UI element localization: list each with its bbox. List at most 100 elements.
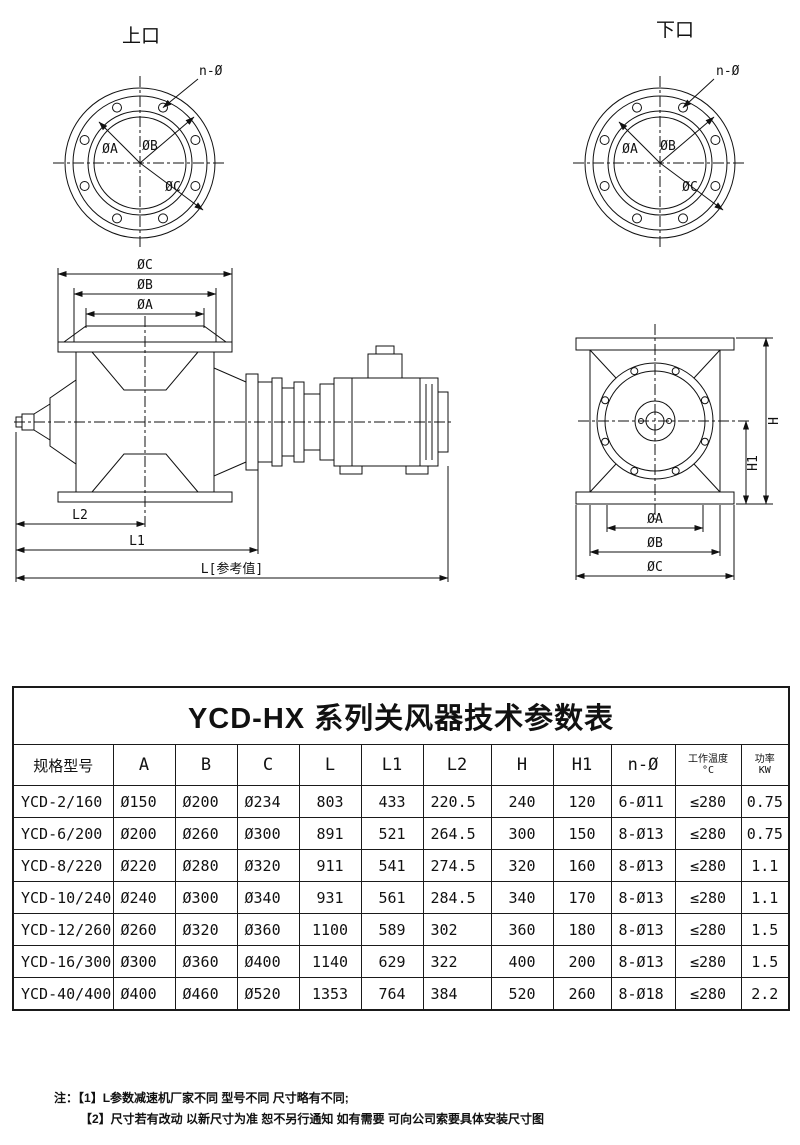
table-row: YCD-10/240 Ø240 Ø300 Ø340 931 561 284.5 …	[12, 881, 790, 914]
cell: YCD-10/240	[12, 881, 114, 914]
cell: Ø360	[236, 913, 300, 946]
cell: YCD-6/200	[12, 817, 114, 850]
cell: 120	[552, 785, 612, 818]
inlet-phi-b-label: ØB	[142, 139, 158, 154]
cell: 284.5	[422, 881, 492, 914]
cell: Ø460	[174, 977, 238, 1011]
front-h-dim: H	[767, 417, 782, 425]
table-header-row: 规格型号 A B C L L1 L2 H H1 n-Ø 工作温度 °C 功率 K…	[12, 744, 790, 786]
inlet-n-phi-label: n-Ø	[199, 64, 223, 79]
outlet-n-phi-label: n-Ø	[716, 64, 740, 79]
cell: 629	[360, 945, 424, 978]
side-phi-c-dim: ØC	[137, 258, 153, 273]
cell: 384	[422, 977, 492, 1011]
cell: 803	[298, 785, 362, 818]
cell: 8-Ø13	[610, 881, 676, 914]
cell: 220.5	[422, 785, 492, 818]
cell: 150	[552, 817, 612, 850]
cell: Ø200	[112, 817, 176, 850]
front-phi-a-dim: ØA	[647, 512, 663, 527]
header-temp-line2: °C	[701, 765, 715, 776]
cell: Ø300	[112, 945, 176, 978]
table-row: YCD-40/400 Ø400 Ø460 Ø520 1353 764 384 5…	[12, 977, 790, 1011]
footnote-2-text: 【2】尺寸若有改动 以新尺寸为准 恕不另行通知 如有需要 可向公司索要具体安装尺…	[80, 1112, 545, 1127]
cell: 180	[552, 913, 612, 946]
footnote-line-2: 【2】尺寸若有改动 以新尺寸为准 恕不另行通知 如有需要 可向公司索要具体安装尺…	[80, 1112, 800, 1126]
cell: ≤280	[674, 785, 742, 818]
header-h1: H1	[552, 744, 612, 786]
cell: Ø320	[236, 849, 300, 882]
cell: 340	[490, 881, 554, 914]
cell: 240	[490, 785, 554, 818]
cell: 1.1	[740, 881, 790, 914]
header-temp: 工作温度 °C	[674, 744, 742, 786]
header-c: C	[236, 744, 300, 786]
outlet-phi-b-label: ØB	[660, 139, 676, 154]
table-title-row: YCD-HX 系列关风器技术参数表	[12, 686, 790, 745]
header-h: H	[490, 744, 554, 786]
footnote-1-text: 【1】L参数减速机厂家不同 型号不同 尺寸略有不同;	[78, 1091, 349, 1105]
cell: 260	[552, 977, 612, 1011]
header-b: B	[174, 744, 238, 786]
cell: Ø400	[112, 977, 176, 1011]
side-phi-b-dim: ØB	[137, 278, 153, 293]
side-l1-dim: L1	[129, 534, 145, 549]
cell: YCD-8/220	[12, 849, 114, 882]
cell: Ø200	[174, 785, 238, 818]
cell: 931	[298, 881, 362, 914]
cell: ≤280	[674, 945, 742, 978]
cell: 891	[298, 817, 362, 850]
outlet-flange-drawing	[573, 76, 747, 250]
cell: 322	[422, 945, 492, 978]
side-l2-dim: L2	[72, 508, 88, 523]
technical-drawing: 上口 n-Ø ØA ØB ØC 下口 n-Ø ØA ØB ØC	[14, 19, 782, 582]
inlet-flange-drawing	[53, 76, 227, 250]
header-model: 规格型号	[12, 744, 114, 786]
cell: 433	[360, 785, 424, 818]
cell: 274.5	[422, 849, 492, 882]
cell: 300	[490, 817, 554, 850]
cell: Ø520	[236, 977, 300, 1011]
cell: ≤280	[674, 913, 742, 946]
cell: Ø234	[236, 785, 300, 818]
cell: Ø150	[112, 785, 176, 818]
inlet-phi-c-label: ØC	[165, 180, 181, 195]
header-power-line2: KW	[758, 765, 771, 776]
front-phi-c-dim: ØC	[647, 560, 663, 575]
cell: 8-Ø13	[610, 913, 676, 946]
table-row: YCD-6/200 Ø200 Ø260 Ø300 891 521 264.5 3…	[12, 817, 790, 850]
side-view-drawing	[14, 268, 452, 582]
table-row: YCD-2/160 Ø150 Ø200 Ø234 803 433 220.5 2…	[12, 785, 790, 818]
cell: 1140	[298, 945, 362, 978]
cell: 764	[360, 977, 424, 1011]
front-h1-dim: H1	[746, 455, 761, 471]
cell: ≤280	[674, 881, 742, 914]
cell: 1.5	[740, 913, 790, 946]
cell: 2.2	[740, 977, 790, 1011]
front-view-drawing	[575, 324, 773, 580]
cell: 6-Ø11	[610, 785, 676, 818]
cell: 8-Ø18	[610, 977, 676, 1011]
cell: Ø300	[174, 881, 238, 914]
header-n-phi: n-Ø	[610, 744, 676, 786]
cell: 320	[490, 849, 554, 882]
spec-table: YCD-HX 系列关风器技术参数表 规格型号 A B C L L1 L2 H H…	[12, 686, 791, 1011]
cell: ≤280	[674, 977, 742, 1011]
cell: 1353	[298, 977, 362, 1011]
footnotes: 注：【1】L参数减速机厂家不同 型号不同 尺寸略有不同; 【2】尺寸若有改动 以…	[54, 1091, 800, 1127]
header-l: L	[298, 744, 362, 786]
cell: Ø300	[236, 817, 300, 850]
header-power-line1: 功率	[754, 753, 775, 765]
cell: Ø240	[112, 881, 176, 914]
inlet-phi-a-label: ØA	[102, 142, 118, 157]
cell: YCD-16/300	[12, 945, 114, 978]
cell: 541	[360, 849, 424, 882]
cell: 200	[552, 945, 612, 978]
header-temp-line1: 工作温度	[688, 753, 728, 765]
outlet-title: 下口	[656, 19, 694, 41]
footnote-prefix: 注：	[54, 1091, 79, 1105]
header-a: A	[112, 744, 176, 786]
cell: Ø340	[236, 881, 300, 914]
header-power: 功率 KW	[740, 744, 790, 786]
